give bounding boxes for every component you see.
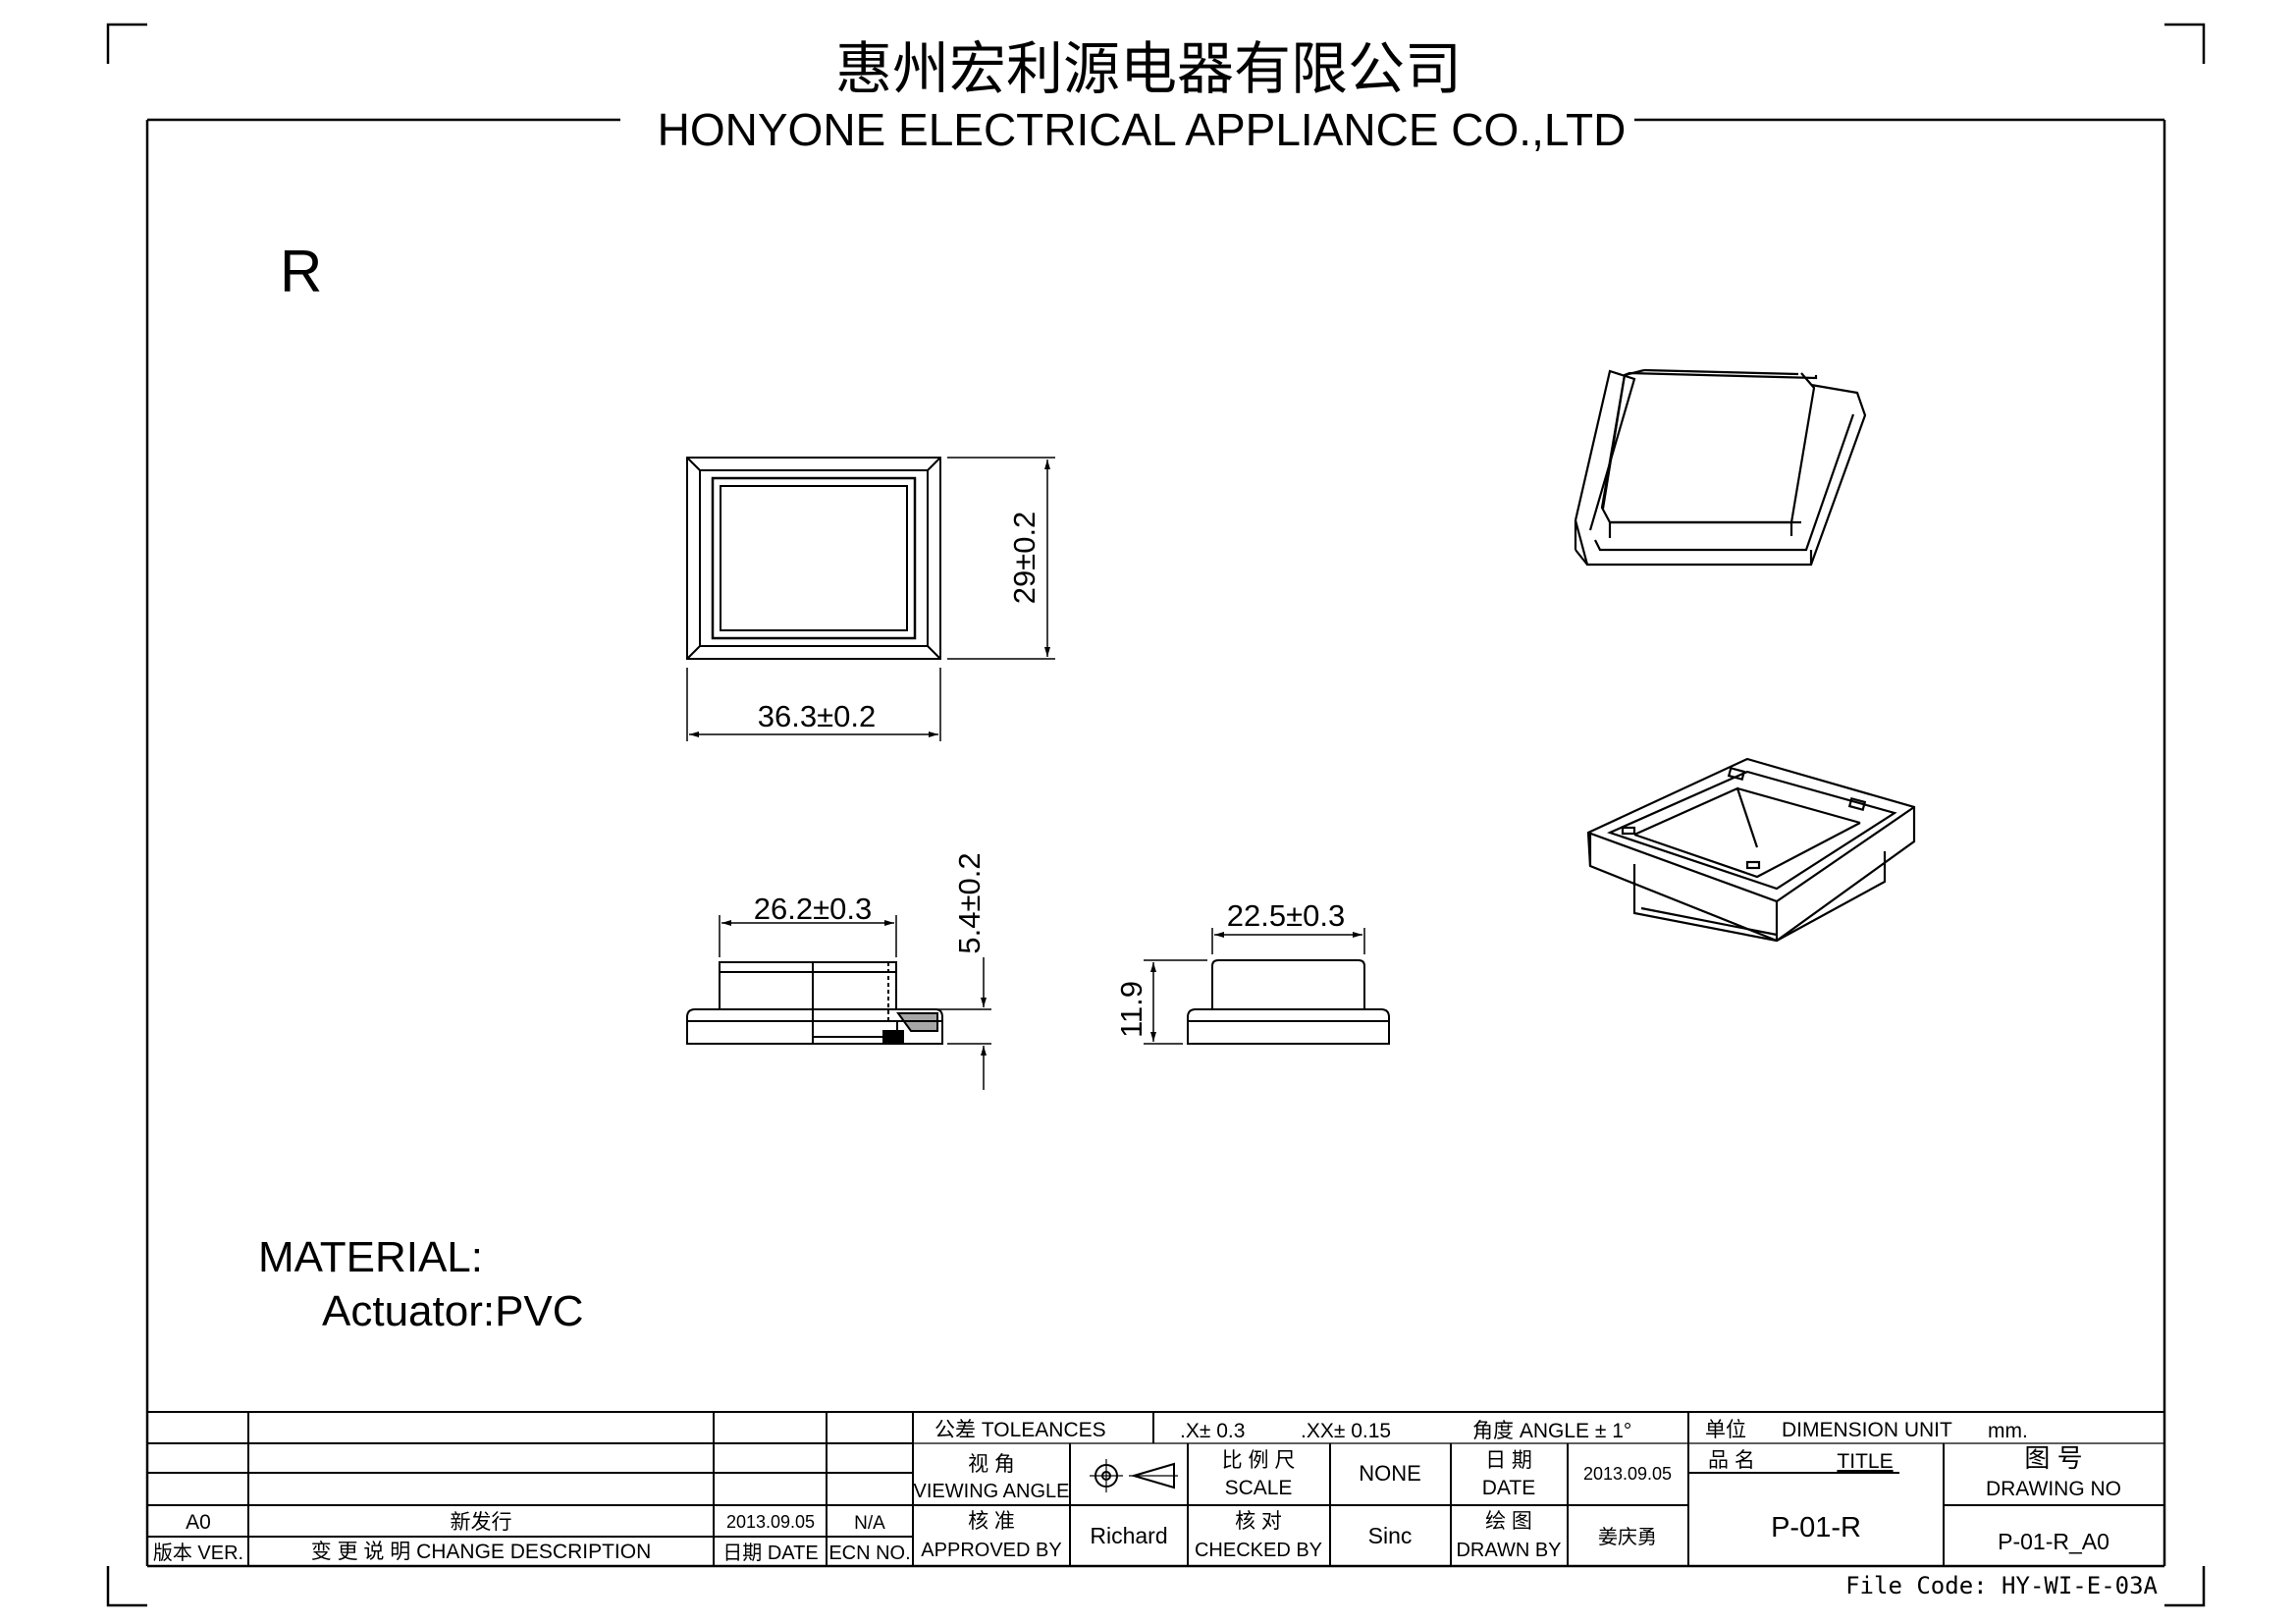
dim-front-height: 11.9 (1114, 981, 1148, 1038)
angle-tolerance: 角度 ANGLE ± 1° (1472, 1420, 1631, 1442)
title-value: P-01-R (1771, 1512, 1861, 1543)
company-name-en: HONYONE ELECTRICAL APPLIANCE CO.,LTD (658, 104, 1627, 155)
front-view (1187, 959, 1390, 1045)
tolerance-xx: .XX± 0.15 (1301, 1420, 1391, 1442)
checked-value: Sinc (1368, 1523, 1413, 1548)
unit-value: mm. (1988, 1420, 2028, 1442)
revision-description: 新发行 (451, 1511, 512, 1534)
date-label-en: DATE (1482, 1477, 1535, 1499)
projection-symbol-icon (1090, 1459, 1178, 1492)
viewing-angle-cn: 视 角 (968, 1453, 1015, 1476)
material-heading: MATERIAL: (258, 1233, 483, 1281)
approved-label-en: APPROVED BY (921, 1540, 1061, 1561)
part-name-label-cn: 品 名 (1708, 1449, 1755, 1472)
file-code: File Code: HY-WI-E-03A (1845, 1572, 2158, 1599)
rev-header-ecn: ECN NO. (828, 1543, 910, 1564)
drawing-no-value: P-01-R_A0 (1998, 1529, 2109, 1554)
rev-header-description: 变 更 说 明 CHANGE DESCRIPTION (311, 1541, 652, 1563)
side-section-dimensions (719, 915, 991, 1090)
revision-date: 2013.09.05 (726, 1512, 815, 1532)
side-section-view (686, 961, 943, 1045)
dim-side-height: 5.4±0.2 (952, 852, 987, 953)
tolerance-x: .X± 0.3 (1180, 1420, 1245, 1442)
scale-label-en: SCALE (1225, 1477, 1293, 1499)
revision-ver: A0 (186, 1511, 211, 1534)
date-label-cn: 日 期 (1485, 1449, 1532, 1472)
unit-label-cn: 单位 (1705, 1419, 1746, 1441)
front-view-dimensions (1144, 928, 1365, 1045)
rev-header-date: 日期 DATE (722, 1543, 818, 1564)
title-block-grid (147, 1411, 2164, 1566)
checked-label-en: CHECKED BY (1195, 1540, 1322, 1561)
scale-value: NONE (1359, 1461, 1421, 1486)
revision-ecn: N/A (854, 1513, 885, 1534)
company-name-cn: 惠州宏利源电器有限公司 (835, 37, 1462, 101)
isometric-bottom-view (1586, 757, 1916, 943)
viewing-angle-en: VIEWING ANGLE (914, 1481, 1070, 1502)
top-view (686, 457, 941, 660)
dim-front-top-width: 22.5±0.3 (1227, 898, 1345, 933)
dim-side-top-width: 26.2±0.3 (754, 892, 872, 926)
drawing-no-label-en: DRAWING NO (1986, 1478, 2121, 1500)
approved-value: Richard (1090, 1523, 1167, 1548)
corner-marks (106, 23, 2206, 1607)
dim-top-height: 29±0.2 (1007, 512, 1041, 605)
tolerances-label: 公差 TOLEANCES (934, 1419, 1106, 1441)
top-view-dimensions (686, 457, 1055, 741)
isometric-top-view (1574, 368, 1867, 567)
variant-label: R (280, 239, 322, 304)
drawn-label-en: DRAWN BY (1456, 1540, 1561, 1561)
date-value: 2013.09.05 (1583, 1464, 1672, 1484)
drawn-label-cn: 绘 图 (1485, 1510, 1532, 1533)
drawn-value: 姜庆勇 (1598, 1526, 1657, 1548)
checked-label-cn: 核 对 (1235, 1510, 1282, 1533)
dim-top-width: 36.3±0.2 (758, 699, 876, 733)
unit-label-en: DIMENSION UNIT (1782, 1419, 1952, 1441)
approved-label-cn: 核 准 (968, 1510, 1015, 1533)
scale-label-cn: 比 例 尺 (1222, 1449, 1296, 1472)
drawing-no-label-cn: 图 号 (2024, 1443, 2082, 1473)
border-frame (145, 118, 2166, 1568)
material-actuator: Actuator:PVC (322, 1287, 584, 1335)
rev-header-ver: 版本 VER. (153, 1542, 243, 1564)
part-name-label-en: TITLE (1837, 1450, 1893, 1473)
